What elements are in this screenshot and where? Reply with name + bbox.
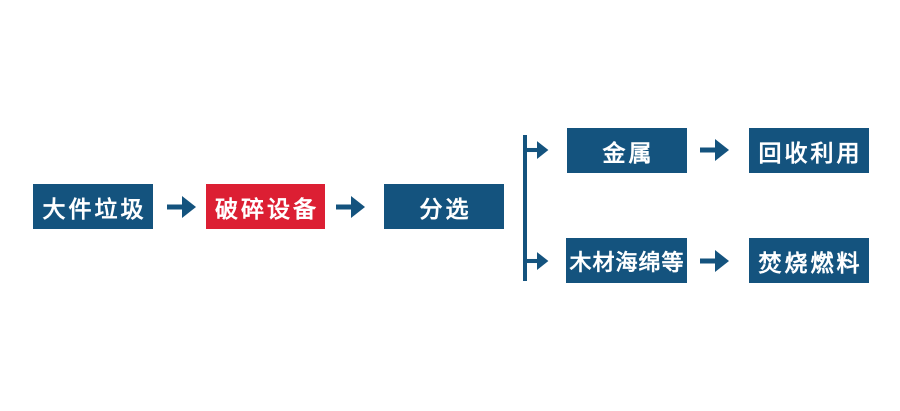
right-arrow-icon bbox=[166, 194, 198, 220]
right-arrow-icon bbox=[335, 194, 367, 220]
node-crushing-equipment: 破碎设备 bbox=[206, 184, 325, 229]
branch-connector-line bbox=[523, 135, 527, 281]
branch-right-arrow-icon bbox=[524, 139, 550, 161]
node-sorting: 分选 bbox=[384, 184, 504, 229]
node-recycling: 回收利用 bbox=[749, 128, 869, 173]
node-metal: 金属 bbox=[567, 128, 687, 173]
right-arrow-icon bbox=[699, 248, 731, 274]
node-bulky-waste: 大件垃圾 bbox=[33, 184, 153, 229]
node-wood-sponge-etc: 木材海绵等 bbox=[566, 238, 687, 283]
node-incineration-fuel: 焚烧燃料 bbox=[749, 238, 869, 283]
right-arrow-icon bbox=[699, 137, 731, 163]
branch-right-arrow-icon bbox=[524, 250, 550, 272]
